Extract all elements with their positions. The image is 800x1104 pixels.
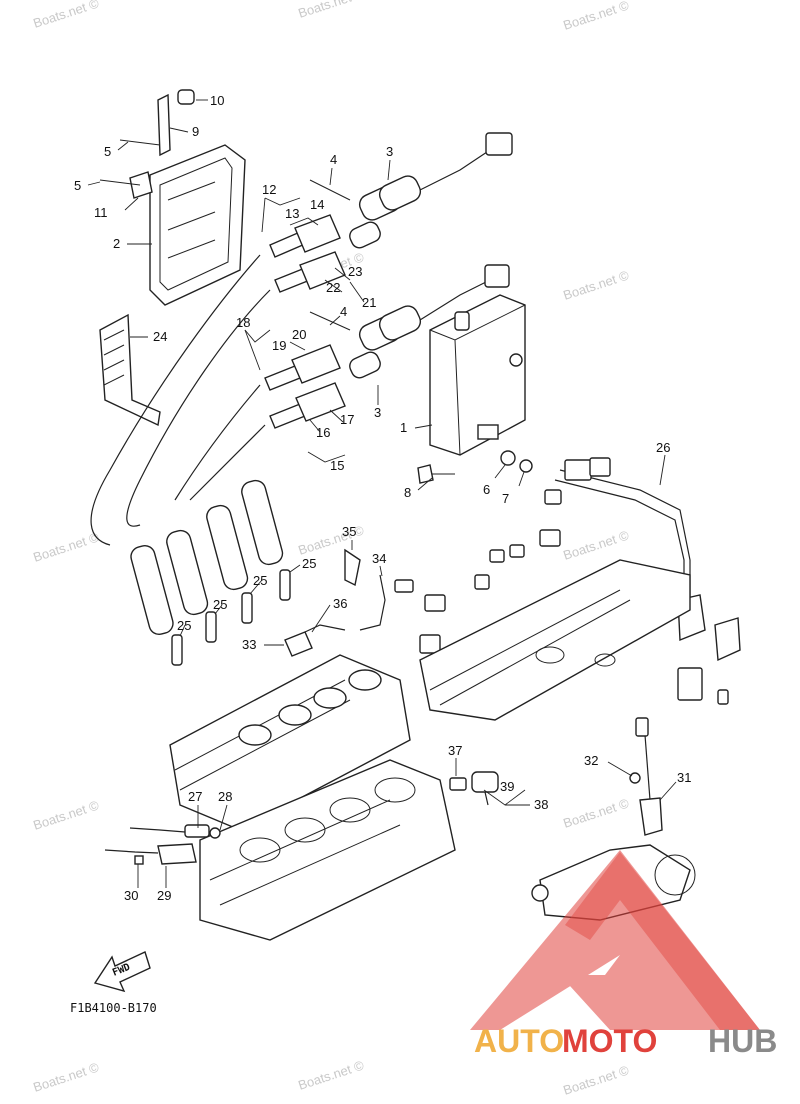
- sensors-top: [284, 548, 446, 657]
- sensors-lower: [104, 771, 499, 865]
- callout-1: 1: [400, 420, 407, 435]
- callout-6: 6: [483, 482, 490, 497]
- callout-19: 19: [272, 338, 286, 353]
- logo-triangle-mark: [470, 850, 760, 1030]
- ecu-cover-bracket: [99, 89, 246, 306]
- watermark: Boats.net ©: [31, 0, 101, 31]
- callout-30: 30: [124, 888, 138, 903]
- watermark: Boats.net ©: [31, 797, 101, 832]
- callout-26: 26: [656, 440, 670, 455]
- callout-39: 39: [500, 779, 514, 794]
- diagram-code: F1B4100-B170: [70, 1001, 157, 1015]
- engine-block: [169, 654, 456, 941]
- callout-25: 25: [213, 597, 227, 612]
- ecu-module: [417, 294, 533, 484]
- callout-27: 27: [188, 789, 202, 804]
- callout-25: 25: [253, 573, 267, 588]
- watermark: Boats.net ©: [561, 527, 631, 562]
- watermark: Boats.net ©: [561, 795, 631, 830]
- callout-18: 18: [236, 315, 250, 330]
- callout-21: 21: [362, 295, 376, 310]
- callout-37: 37: [448, 743, 462, 758]
- ignition-coil-lower: [309, 264, 510, 379]
- watermark: Boats.net ©: [31, 529, 101, 564]
- callout-17: 17: [340, 412, 354, 427]
- callout-5: 5: [74, 178, 81, 193]
- logo-moto: MOTO: [562, 1023, 657, 1059]
- callout-32: 32: [584, 753, 598, 768]
- watermark: Boats.net ©: [31, 1059, 101, 1094]
- callout-33: 33: [242, 637, 256, 652]
- callout-20: 20: [292, 327, 306, 342]
- plug-wires: [90, 214, 346, 546]
- fwd-arrow: FWD: [93, 951, 151, 993]
- callout-25: 25: [177, 618, 191, 633]
- terminal-strip: [99, 313, 161, 427]
- callout-11: 11: [94, 205, 108, 220]
- watermark: Boats.net ©: [296, 1057, 366, 1092]
- callout-4: 4: [330, 152, 337, 167]
- plug-caps: [130, 479, 284, 636]
- callout-10: 10: [210, 93, 224, 108]
- callout-25: 25: [302, 556, 316, 571]
- callout-29: 29: [157, 888, 171, 903]
- spark-plugs: [171, 569, 291, 666]
- callout-7: 7: [502, 491, 509, 506]
- logo-auto: AUTO: [474, 1023, 564, 1059]
- watermark: Boats.net ©: [296, 0, 366, 21]
- callout-3: 3: [374, 405, 381, 420]
- callout-31: 31: [677, 770, 691, 785]
- watermark: Boats.net ©: [561, 0, 631, 33]
- callout-24: 24: [153, 329, 167, 344]
- callout-13: 13: [285, 206, 299, 221]
- wire-harness: [419, 457, 741, 705]
- callout-2: 2: [113, 236, 120, 251]
- ignition-coil-upper: [309, 132, 513, 249]
- rocker-cover: [419, 559, 691, 721]
- callout-15: 15: [330, 458, 344, 473]
- callout-22: 22: [326, 280, 340, 295]
- watermark: Boats.net ©: [561, 1062, 631, 1097]
- callout-38: 38: [534, 797, 548, 812]
- callout-numbers: 10 9 5 5 11 2 24 4 3 12 13 14 23 22 21 4…: [74, 93, 691, 903]
- logo-hub: HUB: [708, 1023, 777, 1059]
- leader-lines: [87, 99, 677, 888]
- watermark: Boats.net ©: [561, 267, 631, 302]
- callout-4: 4: [340, 304, 347, 319]
- callout-36: 36: [333, 596, 347, 611]
- automotohub-logo: AUTO MOTO HUB: [470, 850, 777, 1059]
- callout-12: 12: [262, 182, 276, 197]
- callout-35: 35: [342, 524, 356, 539]
- callout-34: 34: [372, 551, 386, 566]
- callout-14: 14: [310, 197, 324, 212]
- callout-9: 9: [192, 124, 199, 139]
- callout-8: 8: [404, 485, 411, 500]
- callout-16: 16: [316, 425, 330, 440]
- callout-3: 3: [386, 144, 393, 159]
- callout-5: 5: [104, 144, 111, 159]
- callout-28: 28: [218, 789, 232, 804]
- callout-23: 23: [348, 264, 362, 279]
